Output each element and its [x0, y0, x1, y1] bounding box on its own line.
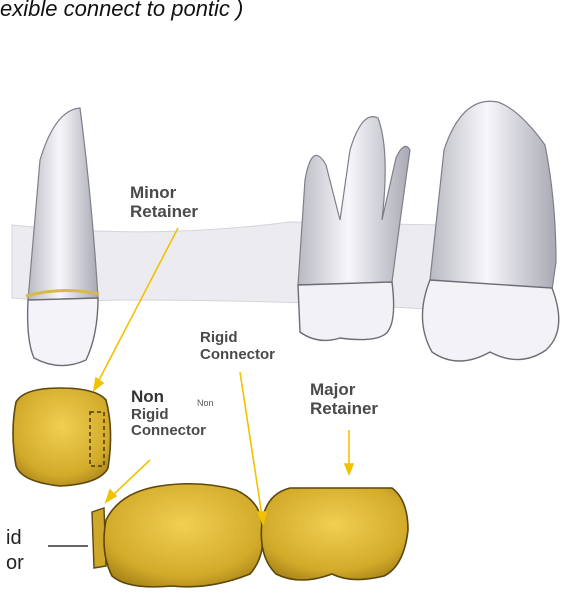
cut-off-line1: id — [6, 526, 24, 551]
non-rigid-connector-label: Non Rigid Connector — [131, 388, 206, 440]
pontic-crown — [104, 484, 263, 587]
minor-retainer-line1: Minor — [130, 184, 198, 203]
major-retainer-line2: Retainer — [310, 400, 378, 419]
non-rigid-line3: Connector — [131, 423, 206, 440]
rigid-connector-line1: Rigid — [200, 330, 275, 347]
rigid-connector-label: Rigid Connector — [200, 330, 275, 363]
major-retainer-line1: Major — [310, 381, 378, 400]
major-retainer-crown — [261, 488, 408, 580]
arrow-minor-retainer-head — [94, 378, 103, 390]
cut-off-label: id or — [6, 526, 24, 576]
rigid-connector-line2: Connector — [200, 347, 275, 364]
major-retainer-label: Major Retainer — [310, 381, 378, 418]
minor-retainer-label: Minor Retainer — [130, 184, 198, 221]
non-rigid-line2: Rigid — [131, 407, 206, 424]
premolar-tooth — [298, 117, 410, 341]
arrow-non-rigid-head — [106, 490, 116, 502]
minor-retainer-line2: Retainer — [130, 203, 198, 222]
non-rigid-line1: Non — [131, 388, 206, 407]
cut-off-line2: or — [6, 551, 24, 576]
arrow-major-retainer-head — [345, 464, 353, 474]
non-small-label: Non — [197, 399, 214, 409]
minor-retainer-crown — [13, 388, 111, 486]
title-fragment: exible connect to pontic ) — [0, 0, 243, 22]
canine-tooth — [26, 108, 99, 366]
molar-tooth — [422, 101, 558, 361]
